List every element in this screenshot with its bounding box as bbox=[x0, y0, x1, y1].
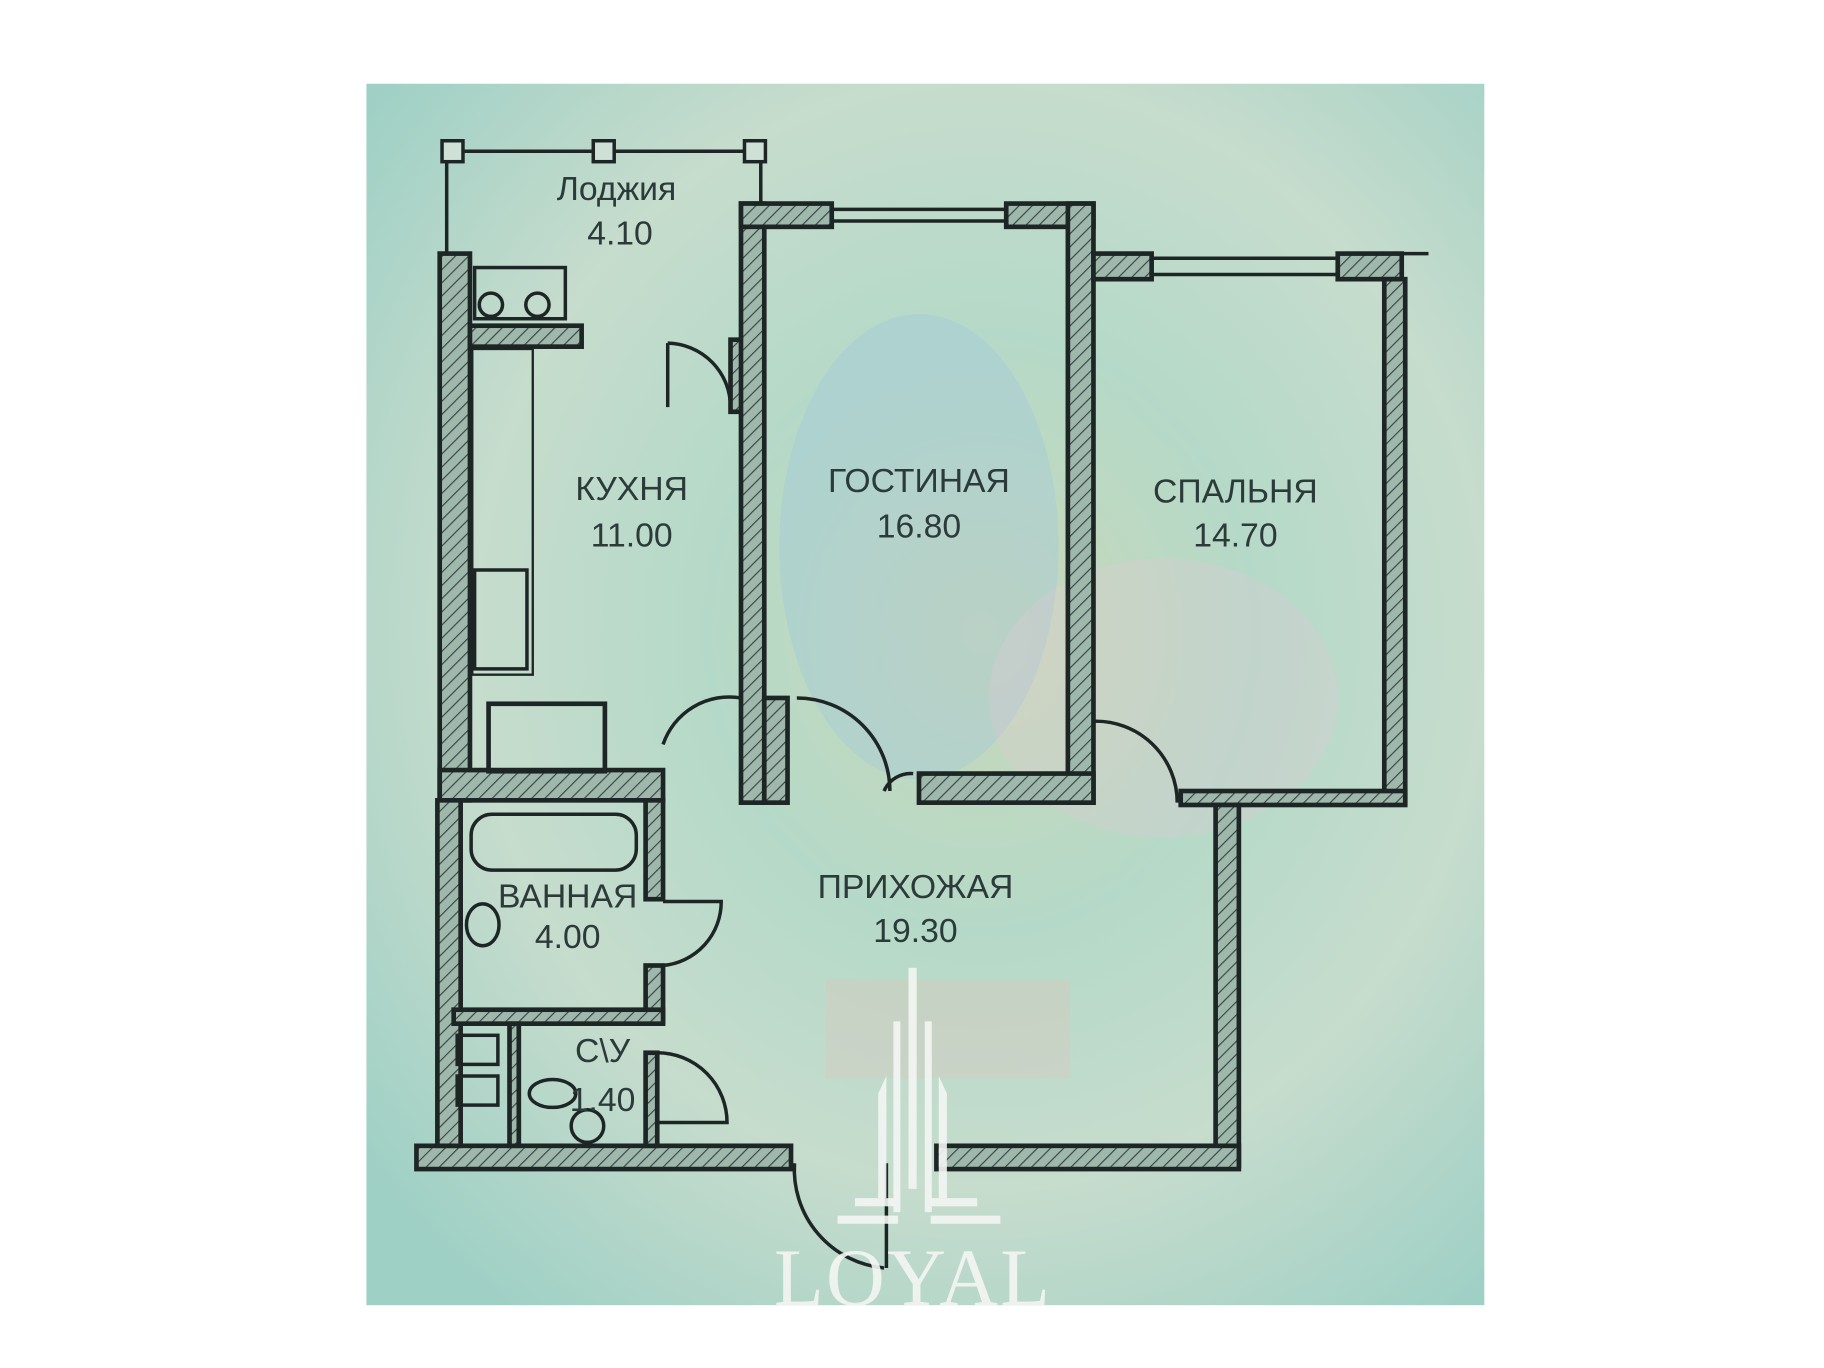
room-area: 16.80 bbox=[877, 507, 961, 545]
room-name: ПРИХОЖАЯ bbox=[818, 868, 1014, 906]
room-hallway: ПРИХОЖАЯ 19.30 bbox=[818, 868, 1014, 950]
room-loggia: Лоджия 4.10 bbox=[557, 170, 676, 252]
room-living: ГОСТИНАЯ 16.80 bbox=[828, 462, 1010, 545]
room-name: КУХНЯ bbox=[575, 470, 688, 508]
room-bedroom: СПАЛЬНЯ 14.70 bbox=[1153, 473, 1318, 555]
brand-name: LOYAL bbox=[774, 1232, 1052, 1323]
room-name: ВАННАЯ bbox=[498, 877, 637, 915]
room-area: 19.30 bbox=[873, 912, 957, 950]
room-wc: С\У 1.40 bbox=[570, 1032, 636, 1119]
room-area: 11.00 bbox=[591, 517, 673, 555]
walls bbox=[414, 139, 1429, 1270]
room-area: 14.70 bbox=[1193, 517, 1277, 555]
room-name: СПАЛЬНЯ bbox=[1153, 473, 1318, 511]
room-kitchen: КУХНЯ 11.00 bbox=[575, 470, 688, 555]
loyal-logo-watermark: LOYAL bbox=[774, 967, 1071, 1323]
room-name: ГОСТИНАЯ bbox=[828, 462, 1010, 500]
room-bathroom: ВАННАЯ 4.00 bbox=[498, 877, 637, 956]
room-area: 1.40 bbox=[570, 1081, 636, 1119]
room-name: С\У bbox=[575, 1032, 631, 1070]
room-name: Лоджия bbox=[557, 170, 676, 208]
room-area: 4.00 bbox=[535, 918, 601, 956]
room-area: 4.10 bbox=[587, 214, 653, 252]
